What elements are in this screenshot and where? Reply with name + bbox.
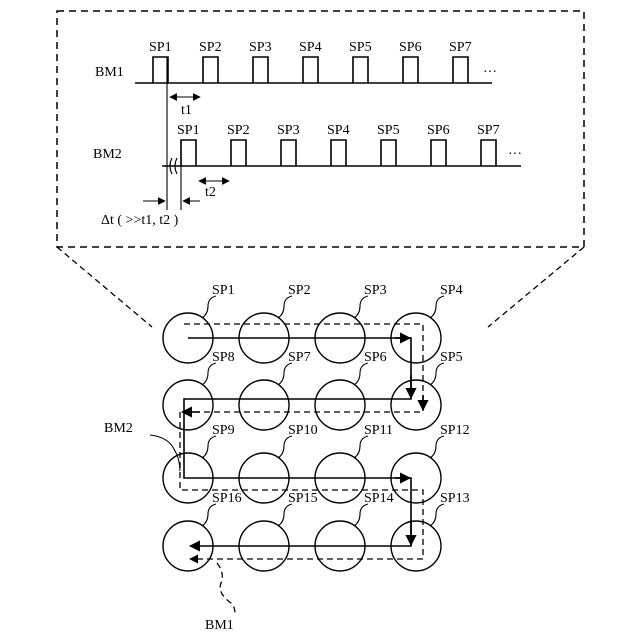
label-sp7: SP7: [288, 350, 311, 365]
bm2-pulse-train: SP1 SP2 SP3 SP4 SP5 SP6 SP7: [177, 123, 500, 166]
label-sp8: SP8: [212, 350, 235, 365]
zoom-connector-right: [488, 247, 584, 327]
bm2-grid-label: BM2: [104, 421, 133, 436]
bm2-pulse-label-6: SP6: [427, 123, 450, 138]
bm1-pulse-label-6: SP6: [399, 40, 422, 55]
leader-sp14: [354, 504, 368, 526]
label-sp11: SP11: [364, 423, 393, 438]
label-sp14: SP14: [364, 491, 394, 506]
bm1-pulse-train: SP1 SP2 SP3 SP4 SP5 SP6 SP7: [149, 40, 472, 83]
leader-sp7: [278, 363, 292, 385]
bm1-pulse-4: [303, 57, 318, 83]
label-sp15: SP15: [288, 491, 318, 506]
label-sp1: SP1: [212, 283, 235, 298]
timing-diagram: BM1 SP1SP2SP3SP4SP5SP6SP7 ··· BM2 SP1SP2…: [93, 40, 522, 228]
bm1-scan-path: [184, 338, 411, 546]
bm2-pulse-label-1: SP1: [177, 123, 200, 138]
leader-sp2: [278, 296, 292, 318]
label-sp3: SP3: [364, 283, 387, 298]
label-sp16: SP16: [212, 491, 242, 506]
leader-sp5: [430, 363, 444, 385]
bm2-ellipsis: ···: [508, 147, 522, 162]
spot-sp5: [391, 380, 441, 430]
bm1-pulse-1: [153, 57, 168, 83]
leader-sp4: [430, 296, 444, 318]
leader-sp3: [354, 296, 368, 318]
leader-sp8: [202, 363, 216, 385]
leader-sp12: [430, 436, 444, 458]
label-sp2: SP2: [288, 283, 311, 298]
leader-sp16: [202, 504, 216, 526]
t1-label: t1: [181, 103, 192, 118]
leader-sp13: [430, 504, 444, 526]
bm1-ellipsis: ···: [483, 65, 497, 80]
bm2-pulse-5: [381, 140, 396, 166]
label-sp10: SP10: [288, 423, 318, 438]
bm1-pulse-7: [453, 57, 468, 83]
leader-sp1: [202, 296, 216, 318]
bm1-pulse-label-5: SP5: [349, 40, 372, 55]
bm2-pulse-1: [181, 140, 196, 166]
bm2-pulse-3: [281, 140, 296, 166]
bm1-pulse-label-4: SP4: [299, 40, 322, 55]
delta-t-label: Δt ( >>t1, t2 ): [101, 213, 179, 228]
bm2-timing-label: BM2: [93, 147, 122, 162]
bm2-pulse-7: [481, 140, 496, 166]
label-sp12: SP12: [440, 423, 470, 438]
label-sp4: SP4: [440, 283, 463, 298]
bm1-timing-label: BM1: [95, 65, 124, 80]
bm1-pulse-label-3: SP3: [249, 40, 272, 55]
bm1-pulse-2: [203, 57, 218, 83]
bm2-pulse-label-5: SP5: [377, 123, 400, 138]
bm2-pulse-label-3: SP3: [277, 123, 300, 138]
leader-sp15: [278, 504, 292, 526]
bm1-pointer: [217, 563, 235, 613]
spot-sp6: [315, 380, 365, 430]
bm2-pulse-label-4: SP4: [327, 123, 350, 138]
leader-sp11: [354, 436, 368, 458]
spot-sp8: [163, 380, 213, 430]
label-sp13: SP13: [440, 491, 470, 506]
zoom-connector-left: [57, 247, 152, 327]
bm1-grid-label: BM1: [205, 618, 234, 633]
spot-sp7: [239, 380, 289, 430]
label-sp5: SP5: [440, 350, 463, 365]
bm2-pulse-2: [231, 140, 246, 166]
leader-sp6: [354, 363, 368, 385]
bm2-pulse-label-2: SP2: [227, 123, 250, 138]
bm2-pointer: [150, 435, 180, 471]
bm2-pulse-6: [431, 140, 446, 166]
t2-label: t2: [205, 185, 216, 200]
bm1-pulse-6: [403, 57, 418, 83]
scan-grid: SP1 SP2 SP3 SP4SP8 SP7 SP6 SP5SP9 SP10 SP11 SP12S…: [104, 283, 470, 633]
bm1-pulse-5: [353, 57, 368, 83]
bm2-pulse-4: [331, 140, 346, 166]
label-sp9: SP9: [212, 423, 235, 438]
bm1-pulse-label-2: SP2: [199, 40, 222, 55]
label-sp6: SP6: [364, 350, 387, 365]
leader-sp10: [278, 436, 292, 458]
bm1-pulse-label-7: SP7: [449, 40, 472, 55]
bm1-pulse-3: [253, 57, 268, 83]
bm1-pulse-label-1: SP1: [149, 40, 172, 55]
bm2-pulse-label-7: SP7: [477, 123, 500, 138]
leader-sp9: [202, 436, 216, 458]
